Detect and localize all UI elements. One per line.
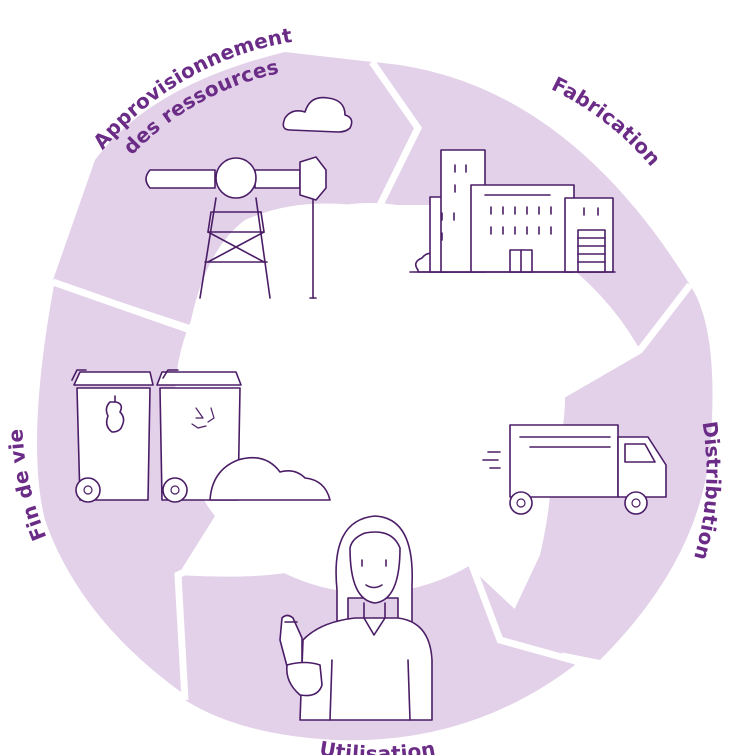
recycle-symbol-icon (191, 407, 215, 429)
separator-1 (369, 59, 423, 207)
apple-core-icon (105, 395, 125, 433)
oil-pump-icon (145, 156, 327, 299)
waste-mound (209, 456, 331, 501)
delivery-truck-icon (482, 424, 667, 515)
separator-4 (174, 541, 242, 701)
cloud-icon (282, 96, 353, 133)
compost-bin-icon (71, 369, 154, 503)
separator-5 (51, 278, 192, 334)
label-utilisation: Utilisation (318, 736, 437, 755)
separator-2 (543, 282, 693, 409)
separator-3 (466, 558, 591, 669)
factory-icon (409, 149, 616, 273)
woman-with-bottle-icon (279, 515, 433, 721)
